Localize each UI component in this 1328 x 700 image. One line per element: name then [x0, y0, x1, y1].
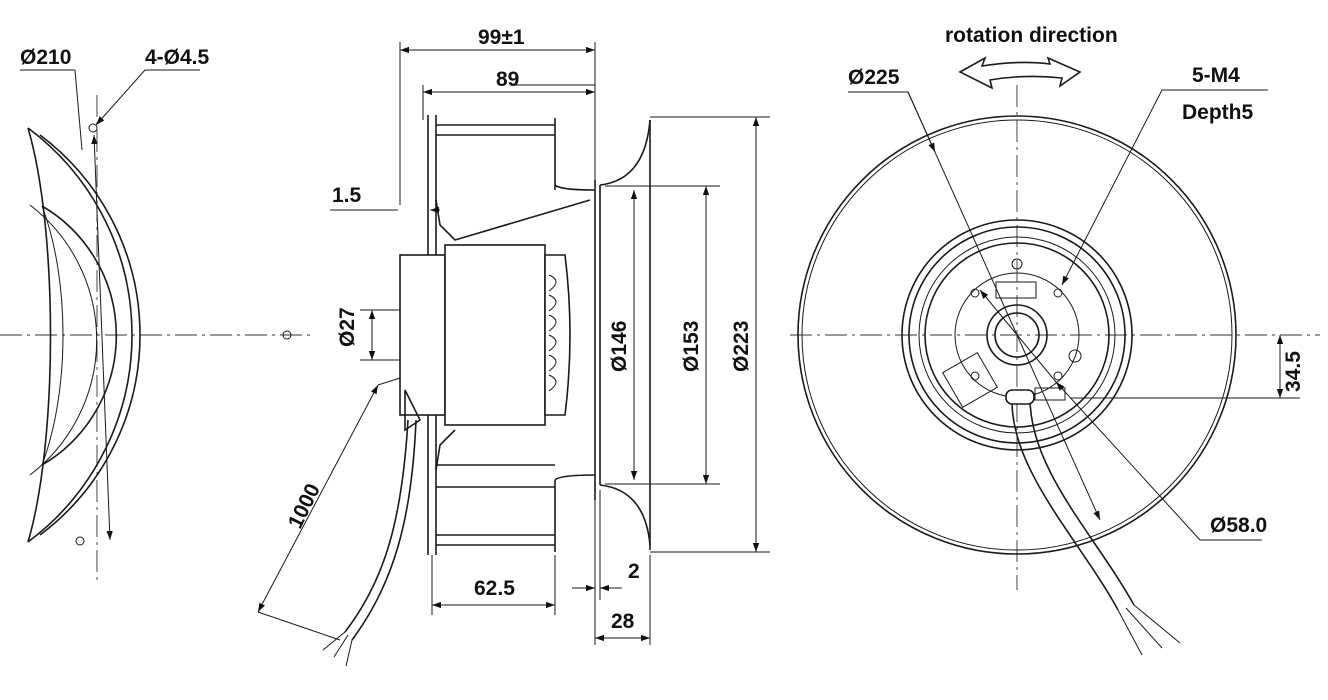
- ring-diameter-label: Ø153: [680, 321, 703, 372]
- blade-width-label: 62.5: [474, 577, 515, 600]
- front-diameter-label: Ø210: [20, 46, 71, 69]
- left-view-inlet-ring: [0, 69, 310, 580]
- outer-diameter-label: Ø223: [730, 321, 753, 372]
- hub-diameter-label: Ø27: [336, 307, 359, 347]
- cable-length-label: 1000: [284, 480, 325, 532]
- overall-depth-label: 99±1: [478, 26, 525, 49]
- impeller-depth-label: 89: [496, 68, 519, 91]
- rotation-direction-label: rotation direction: [945, 24, 1118, 47]
- thread-depth-label: Depth5: [1182, 101, 1253, 124]
- front-view: [790, 56, 1320, 656]
- bolt-circle-label: Ø58.0: [1210, 514, 1267, 537]
- threads-label: 5-M4: [1192, 64, 1240, 87]
- side-view-section: [257, 42, 770, 667]
- plate-thickness-label: 1.5: [332, 184, 362, 207]
- impeller-diameter-label: Ø225: [848, 66, 900, 89]
- nozzle-depth-label: 28: [611, 610, 635, 633]
- offset-label: 34.5: [1282, 351, 1305, 392]
- mount-holes-label: 4-Ø4.5: [145, 46, 210, 69]
- gap-label: 2: [628, 560, 640, 583]
- inlet-diameter-label: Ø146: [608, 321, 631, 372]
